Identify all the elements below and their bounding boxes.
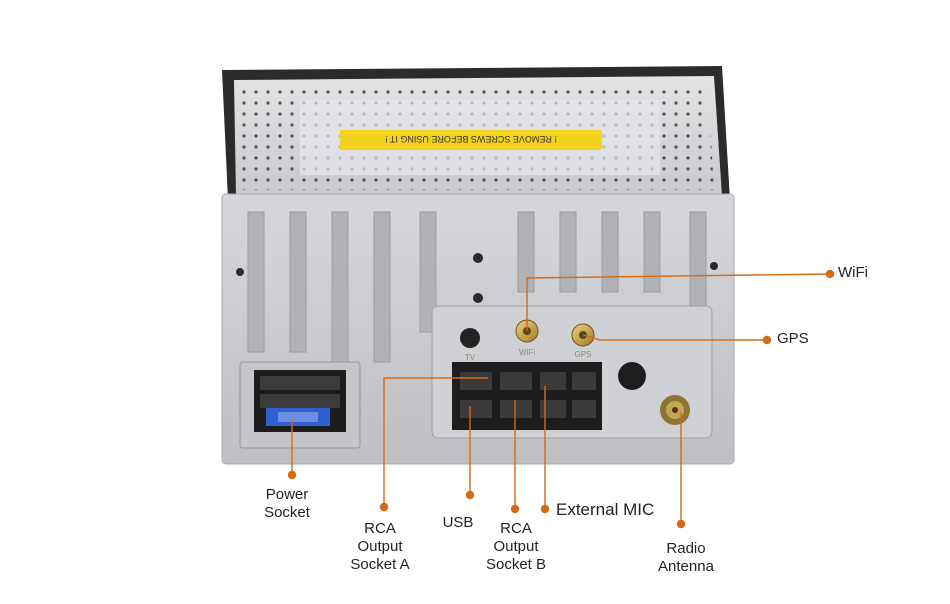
power-socket-connector bbox=[239, 361, 361, 449]
gps-callout-line bbox=[582, 334, 767, 341]
warning-sticker: ! REMOVE SCREWS BEFORE USING IT ! bbox=[340, 130, 602, 150]
tv-port bbox=[460, 328, 480, 348]
round-port bbox=[618, 362, 646, 390]
rca-a-callout-line bbox=[383, 377, 488, 505]
gps-dot bbox=[762, 335, 772, 345]
rca-a-dot bbox=[379, 502, 389, 512]
svg-text:WiFi: WiFi bbox=[519, 348, 535, 357]
power-dot bbox=[287, 470, 297, 480]
callout-lines bbox=[291, 273, 831, 522]
radio-dot bbox=[676, 519, 686, 529]
rca-b-dot bbox=[510, 504, 520, 514]
wifi-callout-line bbox=[526, 273, 831, 331]
multi-pin-connector bbox=[452, 362, 602, 430]
gps-label: GPS bbox=[777, 330, 809, 347]
heat-fins bbox=[247, 211, 707, 363]
mic-dot bbox=[540, 504, 550, 514]
wifi-label: WiFi bbox=[838, 264, 868, 281]
mounting-holes bbox=[236, 253, 718, 303]
usb-label: USB bbox=[442, 514, 474, 531]
external-mic-label: External MIC bbox=[556, 500, 655, 519]
svg-text:! REMOVE SCREWS BEFORE USING I: ! REMOVE SCREWS BEFORE USING IT ! bbox=[385, 134, 557, 144]
svg-text:GPS: GPS bbox=[575, 350, 592, 359]
wifi-dot bbox=[825, 269, 835, 279]
svg-text:TV: TV bbox=[465, 353, 476, 362]
usb-dot bbox=[465, 490, 475, 500]
radio-antenna-port bbox=[660, 395, 690, 425]
callout-dots bbox=[287, 269, 835, 529]
